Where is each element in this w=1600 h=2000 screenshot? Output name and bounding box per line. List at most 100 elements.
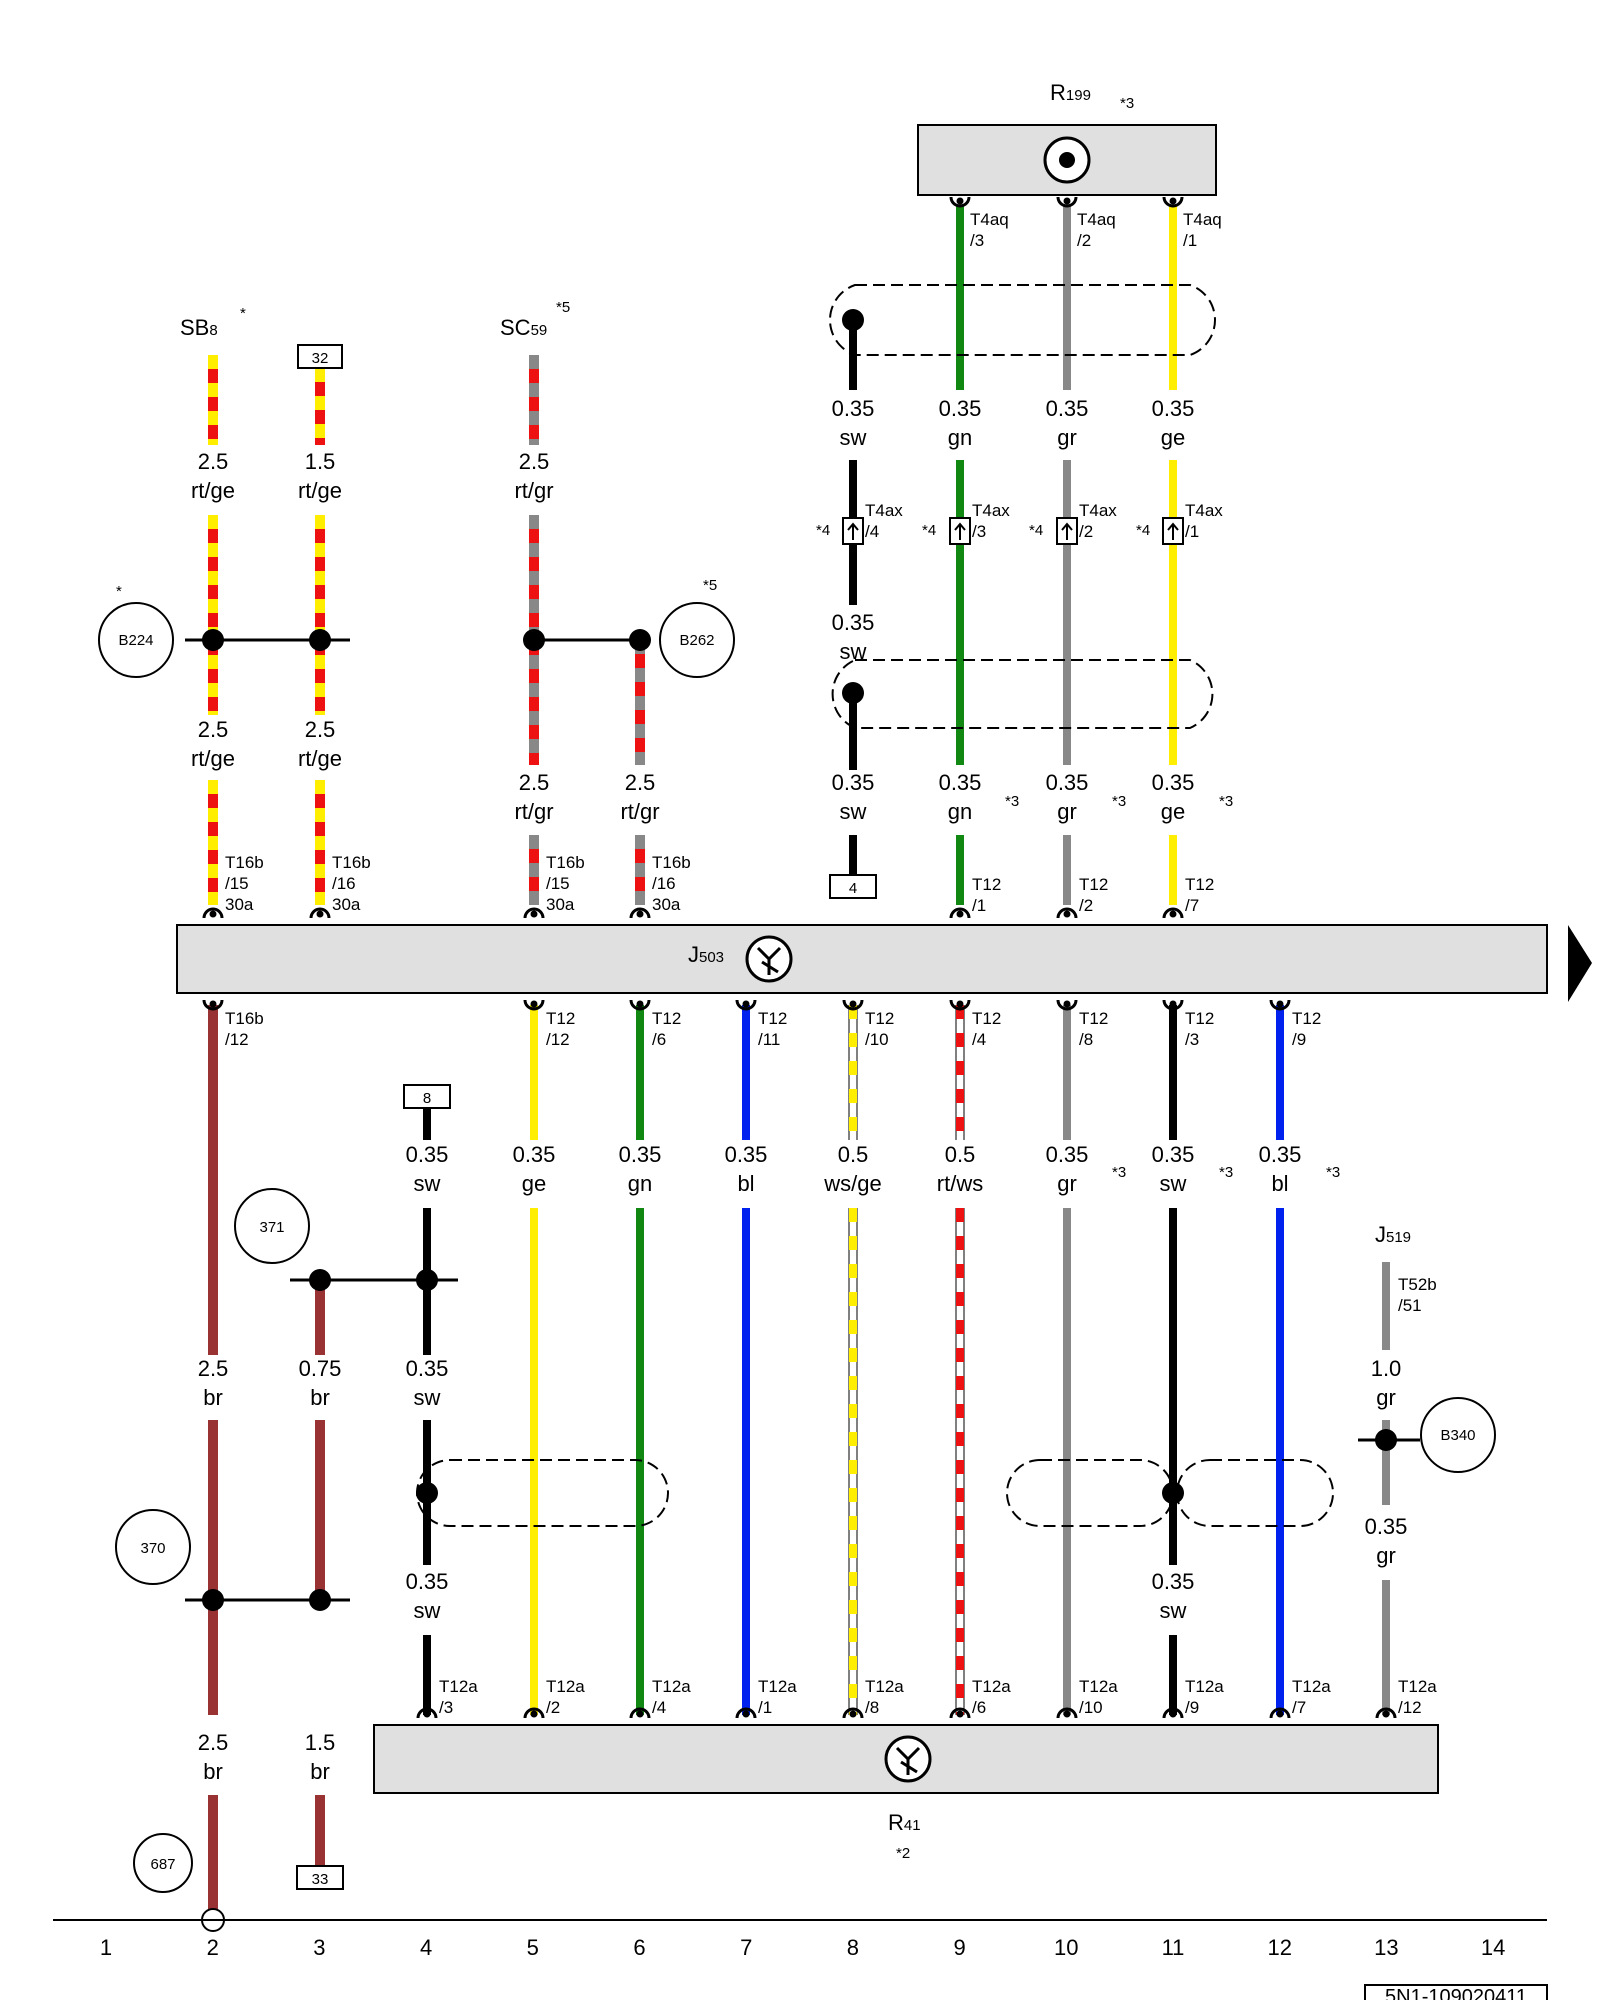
pin-label: T12a — [1185, 1677, 1224, 1696]
ref-box-33 — [296, 1865, 344, 1890]
pin-marker-icon — [949, 999, 971, 1011]
wire-size: 2.5 — [519, 770, 550, 795]
wire-size: 0.5 — [838, 1142, 869, 1167]
pin-label: /8 — [1079, 1030, 1093, 1049]
inline-connector-icon — [1162, 517, 1184, 545]
pin-marker-icon — [202, 999, 224, 1011]
column-number: 4 — [420, 1935, 432, 1960]
pin-label: /8 — [865, 1698, 879, 1717]
column-number: 12 — [1267, 1935, 1291, 1960]
j503-label: J503 — [688, 942, 724, 967]
wire-color-code: rt/gr — [514, 799, 553, 824]
column-number: 8 — [847, 1935, 859, 1960]
column-number: 14 — [1481, 1935, 1505, 1960]
pin-marker-icon — [1056, 907, 1078, 919]
pin-label: /4 — [652, 1698, 666, 1717]
pin-label: /1 — [1185, 522, 1199, 541]
wire-size: 0.35 — [1152, 1142, 1195, 1167]
ref-b224 — [98, 602, 174, 678]
pin-label: /15 — [546, 874, 570, 893]
wire-color-code: gn — [948, 799, 972, 824]
ref-b224-label: B224 — [118, 632, 153, 649]
splice-dot — [202, 629, 224, 651]
pin-label: T4aq — [970, 210, 1009, 229]
pin-label: /2 — [1077, 231, 1091, 250]
wire-color-code: br — [310, 1385, 330, 1410]
pin-marker-icon — [949, 1707, 971, 1719]
pin-label: T4ax — [1079, 501, 1117, 520]
note-star3: *3 — [1326, 1164, 1340, 1181]
pin-label: T12 — [652, 1009, 681, 1028]
wire-label: 0.5rt/ws — [937, 1142, 983, 1196]
wire-label: 0.35 sw — [406, 1142, 449, 1196]
shield-loop-r41-right-b — [1176, 1459, 1334, 1527]
wire-size: 0.35 — [406, 1142, 449, 1167]
wire-size: 2.5 — [198, 449, 229, 474]
wire — [955, 1208, 965, 1715]
pin-label: /1 — [758, 1698, 772, 1717]
pin-label: T12a — [1292, 1677, 1331, 1696]
pin-label: T12 — [1185, 1009, 1214, 1028]
column-number: 7 — [740, 1935, 752, 1960]
wire — [848, 1208, 858, 1715]
pin-label: /12 — [225, 1030, 249, 1049]
sb8-note: * — [240, 305, 246, 322]
splice-dot — [523, 629, 545, 651]
pin-label: /4 — [972, 1030, 986, 1049]
wire-label: 0.35 gn — [939, 770, 982, 824]
wire-color-code: gn — [628, 1171, 652, 1196]
pin-label: /3 — [1185, 1030, 1199, 1049]
splice-dot — [416, 1482, 438, 1504]
splice-dot — [416, 1269, 438, 1291]
pin-label: /15 — [225, 874, 249, 893]
wire-size: 0.35 — [832, 770, 875, 795]
wire-size: 0.35 — [406, 1356, 449, 1381]
wire-label: 1.5rt/ge — [298, 449, 342, 503]
ref-b340 — [1420, 1397, 1496, 1473]
pin-label: T12a — [439, 1677, 478, 1696]
sc59-label: SC59 — [500, 315, 547, 340]
wire-size: 0.35 — [619, 1142, 662, 1167]
note-star3: *3 — [1005, 793, 1019, 810]
wire-size: 0.5 — [945, 1142, 976, 1167]
shield-loop-middle — [831, 659, 1214, 729]
ref-b340-label: B340 — [1440, 1427, 1475, 1444]
antenna-icon — [884, 1735, 932, 1783]
wire-color-code: sw — [1160, 1171, 1187, 1196]
splice-dot — [842, 309, 864, 331]
pin-label: T4aq — [1183, 210, 1222, 229]
pin-label: /6 — [972, 1698, 986, 1717]
pin-marker-icon — [309, 907, 331, 919]
splice-dot — [202, 1589, 224, 1611]
wire-color-code: sw — [840, 799, 867, 824]
pin-label: /3 — [439, 1698, 453, 1717]
pin-marker-icon — [1056, 1707, 1078, 1719]
wire-color-code: gr — [1376, 1385, 1396, 1410]
r41-note: *2 — [896, 1845, 910, 1862]
wire-color-code: bl — [737, 1171, 754, 1196]
pin-label: /12 — [546, 1030, 570, 1049]
r199-label: R199 — [1050, 80, 1091, 105]
wire-size: 0.35 — [939, 396, 982, 421]
pin-marker-icon — [1162, 1707, 1184, 1719]
column-number: 2 — [207, 1935, 219, 1960]
wire-size: 1.0 — [1371, 1356, 1402, 1381]
wire-color-code: sw — [414, 1171, 441, 1196]
wire-size: 1.5 — [305, 1730, 336, 1755]
pin-marker-icon — [523, 1707, 545, 1719]
wire-size: 0.35 — [1365, 1514, 1408, 1539]
pin-label: /2 — [1079, 522, 1093, 541]
pin-label: /16 — [652, 874, 676, 893]
pin-marker-icon — [1056, 196, 1078, 208]
note-star3: *3 — [1219, 793, 1233, 810]
wire-size: 1.5 — [305, 449, 336, 474]
wire-color-code: sw — [414, 1385, 441, 1410]
wire-size: 0.35 — [939, 770, 982, 795]
pin-label: T4ax — [1185, 501, 1223, 520]
wire-label: 0.35 sw — [832, 770, 875, 824]
column-number: 13 — [1374, 1935, 1398, 1960]
pin-label: /16 — [332, 874, 356, 893]
